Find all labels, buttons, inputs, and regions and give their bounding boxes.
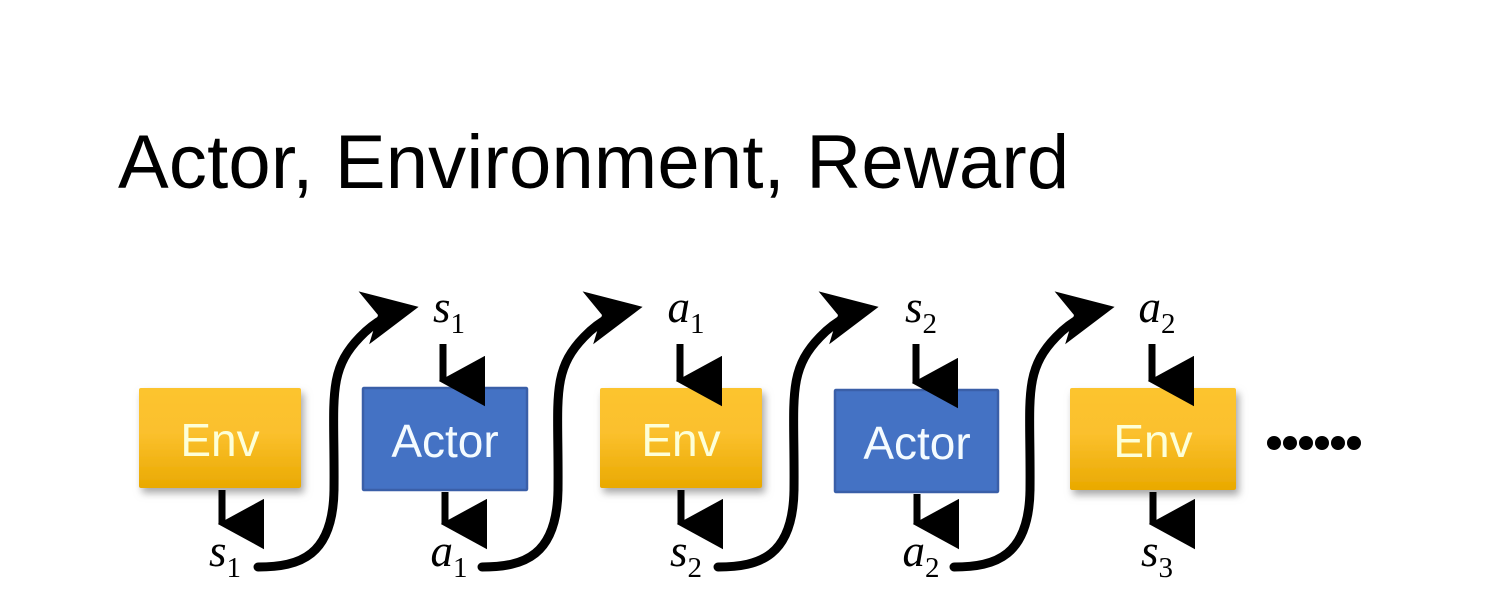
ellipsis-icon xyxy=(1267,436,1361,450)
page-title: Actor, Environment, Reward xyxy=(118,120,1070,205)
bottom-label-s2-sub: 2 xyxy=(688,552,703,584)
bottom-label-s2: s2 xyxy=(670,526,702,584)
env-box-2[interactable]: Env xyxy=(600,388,762,488)
bottom-labels: s1 a1 s2 a2 s3 xyxy=(209,526,1173,584)
bottom-label-s2-sym: s xyxy=(670,526,688,576)
top-label-a2-sym: a xyxy=(1139,282,1162,332)
bottom-label-s3-sub: 3 xyxy=(1159,552,1174,584)
top-label-a2-sub: 2 xyxy=(1161,308,1176,340)
bottom-label-s3-sym: s xyxy=(1141,526,1159,576)
top-label-s2-sub: 2 xyxy=(923,308,938,340)
env-box-2-label: Env xyxy=(641,414,720,466)
env-box-1[interactable]: Env xyxy=(139,388,301,488)
ellipsis-dot-5 xyxy=(1331,436,1345,450)
bottom-label-s1-sym: s xyxy=(209,526,227,576)
bottom-label-a2: a2 xyxy=(903,526,940,584)
actor-box-2-label: Actor xyxy=(863,417,970,469)
bottom-label-s1: s1 xyxy=(209,526,241,584)
bottom-label-a2-sub: 2 xyxy=(925,552,940,584)
actor-box-1[interactable]: Actor xyxy=(361,386,529,492)
curve-s1 xyxy=(253,291,419,572)
bottom-label-s1-sub: 1 xyxy=(227,552,242,584)
box-group: Env Actor Env Actor Env xyxy=(139,386,1236,494)
actor-box-2[interactable]: Actor xyxy=(833,388,1000,494)
bottom-label-a1: a1 xyxy=(431,526,468,584)
ellipsis-dot-1 xyxy=(1267,436,1281,450)
curve-a2 xyxy=(949,291,1115,572)
ellipsis-dot-6 xyxy=(1347,436,1361,450)
bottom-label-a1-sub: 1 xyxy=(453,552,468,584)
env-box-1-rect[interactable] xyxy=(139,388,301,488)
top-label-a1-sub: 1 xyxy=(690,308,705,340)
env-box-3-rect[interactable] xyxy=(1070,388,1236,490)
top-label-a2: a2 xyxy=(1139,282,1176,340)
top-label-s1-sub: 1 xyxy=(451,308,466,340)
down-arrows-in xyxy=(438,344,1194,409)
curve-a1 xyxy=(477,291,643,572)
curve-s2 xyxy=(713,291,879,572)
bottom-label-a1-sym: a xyxy=(431,526,454,576)
ellipsis-dot-2 xyxy=(1283,436,1297,450)
env-box-3-label: Env xyxy=(1113,415,1192,467)
env-box-1-label: Env xyxy=(180,414,259,466)
bottom-label-a2-sym: a xyxy=(903,526,926,576)
top-label-s1: s1 xyxy=(433,282,465,340)
top-label-a1-sym: a xyxy=(668,282,691,332)
bottom-label-s3: s3 xyxy=(1141,526,1173,584)
env-box-2-rect[interactable] xyxy=(600,388,762,488)
top-label-a1: a1 xyxy=(668,282,705,340)
top-label-s2: s2 xyxy=(905,282,937,340)
ellipsis-dot-3 xyxy=(1299,436,1313,450)
top-label-s2-sym: s xyxy=(905,282,923,332)
env-box-3[interactable]: Env xyxy=(1070,388,1236,490)
down-arrows-out xyxy=(217,490,1195,550)
top-labels: s1 a1 s2 a2 xyxy=(433,282,1176,340)
feedback-curves xyxy=(253,291,1115,572)
top-label-s1-sym: s xyxy=(433,282,451,332)
ellipsis-dot-4 xyxy=(1315,436,1329,450)
actor-box-1-label: Actor xyxy=(391,415,498,467)
